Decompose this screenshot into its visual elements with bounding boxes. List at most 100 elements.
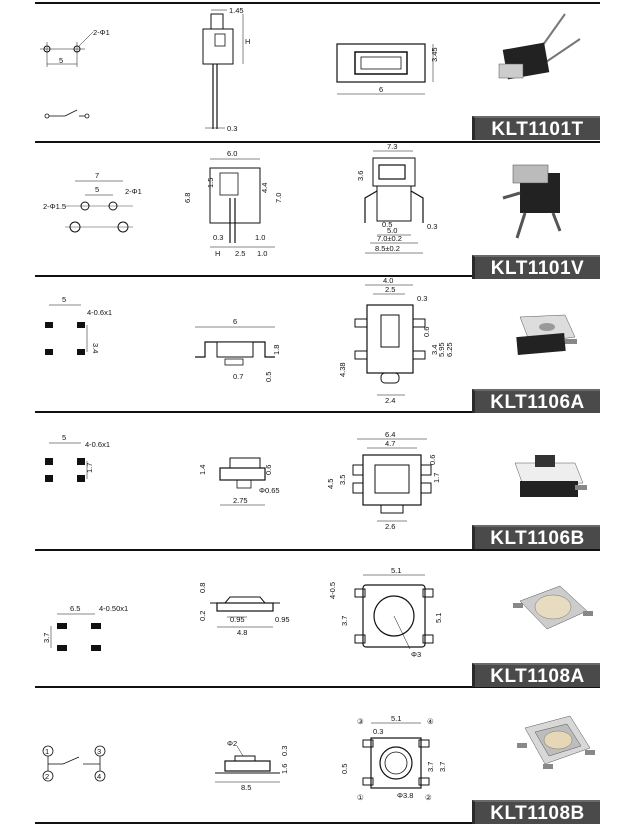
top-view-drawing: 5.1 4-0.5 3.7 5.1 Φ3 [315, 551, 455, 687]
product-row-klt1106a: 5 4-0.6x1 3.4 6 1.8 0.7 0.5 [35, 277, 600, 413]
dim-label: 0.3 [417, 294, 427, 303]
dim-label: 4.0 [383, 277, 393, 285]
top-view-drawing: ③ 5.1 ④ 0.3 0.5 3.7 3.7 ① Φ3.8 ② [315, 688, 455, 824]
dim-label: 0.2 [198, 611, 207, 621]
divider [35, 2, 600, 4]
dim-label: 6.8 [183, 193, 192, 203]
dim-label: 7.0 [274, 193, 283, 203]
dim-label: 0.6 [422, 327, 431, 337]
dim-label: 6.5 [70, 604, 80, 613]
dim-label: 2-Φ1.5 [43, 202, 66, 211]
dim-label: 4.8 [237, 628, 247, 637]
dim-label: 5 [62, 433, 66, 442]
dim-label: 3.7 [42, 633, 51, 643]
dim-label: 4-0.6x1 [87, 308, 112, 317]
dim-label: ① [357, 793, 364, 802]
pcb-layout-drawing: 1 3 2 4 [35, 688, 165, 824]
dim-label: 1.45 [229, 6, 244, 15]
switch-symbol-icon [47, 756, 101, 771]
dim-label: 7 [95, 171, 99, 180]
model-label: KLT1106B [472, 525, 600, 549]
product-row-klt1108a: 6.5 4-0.50x1 3.7 0.8 0.2 0.95 0.95 4.8 [35, 551, 600, 687]
dim-label: 0.6 [264, 465, 273, 475]
dim-label: 4-0.5 [328, 582, 337, 599]
product-photo: KLT1106B [465, 413, 600, 549]
dim-label: 5 [95, 185, 99, 194]
dim-label: 1.0 [257, 249, 267, 258]
dim-label: 2.5 [235, 249, 245, 258]
dim-label: 0.7 [233, 372, 243, 381]
dim-label: 4.5 [326, 479, 335, 489]
dim-label: 6 [233, 317, 237, 326]
dim-label: 5.95 [437, 342, 446, 357]
dim-label: 3 [97, 747, 101, 756]
dim-label: 8.5±0.2 [375, 244, 400, 253]
dim-label: 2.6 [385, 522, 395, 531]
dim-label: 5.0 [387, 226, 397, 235]
dim-label: 1.5 [206, 178, 215, 188]
dim-label: 4-0.6x1 [85, 440, 110, 449]
dim-label: 3.6 [356, 171, 365, 181]
dim-label: 6.4 [385, 430, 395, 439]
dim-label: 0.5 [382, 220, 392, 229]
dim-label: 0.5 [264, 372, 273, 382]
model-label: KLT1101T [472, 116, 600, 140]
dim-label: 4.4 [260, 183, 269, 193]
pcb-layout-drawing: 7 5 2-Φ1 2-Φ1.5 [35, 143, 165, 279]
dim-label: 5 [59, 56, 63, 65]
dim-label: 4 [97, 772, 101, 781]
dim-label: 0.95 [230, 615, 245, 624]
product-photo: KLT1108A [465, 551, 600, 687]
divider [35, 141, 600, 143]
dim-label: 1.0 [255, 233, 265, 242]
dim-label: H [245, 37, 250, 46]
dim-label: Φ3.8 [397, 791, 413, 800]
dim-label: 4.7 [385, 439, 395, 448]
dim-label: 1.7 [432, 473, 441, 483]
dim-label: 3.45 [430, 47, 439, 62]
dim-label: 5.1 [391, 566, 401, 575]
product-photo: KLT1106A [465, 277, 600, 413]
dim-label: 3.7 [438, 762, 447, 772]
dim-label: 5.1 [434, 613, 443, 623]
product-row-klt1106b: 5 4-0.6x1 1.7 1.4 0.6 Φ0.65 2.75 [35, 413, 600, 549]
dim-label: 2.4 [385, 396, 395, 405]
dim-label: 0.8 [198, 583, 207, 593]
side-view-drawing: 0.8 0.2 0.95 0.95 4.8 [175, 551, 305, 687]
dim-label: 2.5 [385, 285, 395, 294]
switch-symbol-icon [44, 109, 90, 119]
pcb-layout-drawing: 5 4-0.6x1 1.7 [35, 413, 165, 549]
model-label: KLT1108B [472, 800, 600, 824]
divider [35, 411, 600, 413]
product-photo: KLT1101V [465, 143, 600, 279]
dim-label: 8.5 [241, 783, 251, 792]
dim-label: 1.7 [85, 463, 94, 473]
product-row-klt1108b: 1 3 2 4 Φ2 0.3 1.6 [35, 688, 600, 824]
dim-label: 7.0±0.2 [377, 234, 402, 243]
product-photo: KLT1101T [465, 4, 600, 140]
dim-label: 6 [379, 85, 383, 94]
dim-label: 0.95 [275, 615, 290, 624]
model-label: KLT1108A [472, 663, 600, 687]
dim-label: 2-Φ1 [125, 187, 142, 196]
dim-label: 0.3 [427, 222, 437, 231]
dim-label: ② [425, 793, 432, 802]
dim-label: Φ3 [411, 650, 421, 659]
dim-label: 2-Φ1 [93, 28, 110, 37]
side-view-drawing: 1.45 H 0.3 [175, 4, 305, 140]
top-view-drawing: 3.45 6 [315, 4, 455, 140]
dim-label: 4-0.50x1 [99, 604, 128, 613]
divider [35, 275, 600, 277]
dim-label: 0.6 [428, 455, 437, 465]
dim-label: ③ [357, 717, 364, 726]
model-label: KLT1106A [472, 389, 600, 413]
divider [35, 549, 600, 551]
dim-label: 1.6 [280, 764, 289, 774]
dim-label: 6.0 [227, 149, 237, 158]
dim-label: 1.4 [198, 465, 207, 475]
product-row-klt1101v: 7 5 2-Φ1 2-Φ1.5 6.0 1.5 [35, 143, 600, 279]
product-photo: KLT1108B [465, 688, 600, 824]
dim-label: 0.3 [280, 746, 289, 756]
top-view-drawing: 4.0 2.5 0.3 0.6 3.4 5.95 6.25 4.38 2.4 [315, 277, 455, 413]
